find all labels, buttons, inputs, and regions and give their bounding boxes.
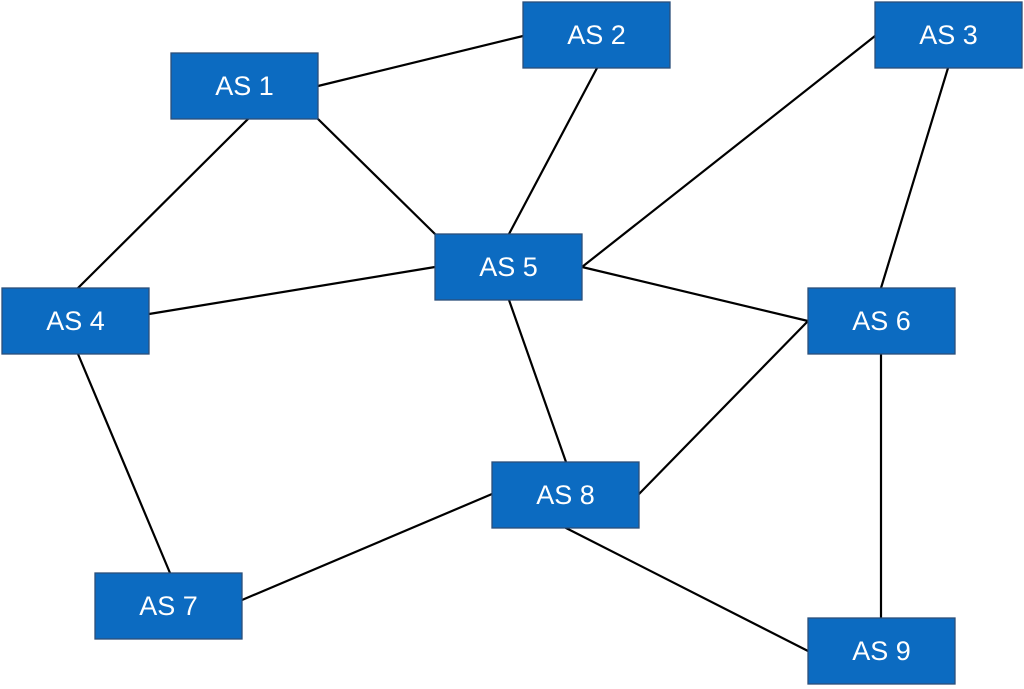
node-as2: AS 2 — [522, 1, 671, 69]
edge-as7-as8 — [240, 492, 494, 602]
node-label-as3: AS 3 — [919, 20, 978, 50]
edge-as4-as5 — [147, 265, 437, 316]
node-box-as7 — [94, 572, 243, 640]
node-label-as6: AS 6 — [852, 306, 911, 336]
edge-as5-as6 — [580, 265, 810, 323]
node-as7: AS 7 — [94, 572, 243, 640]
edge-as2-as5 — [507, 66, 599, 236]
edge-as8-as9 — [564, 526, 810, 653]
node-box-as1 — [170, 52, 319, 120]
node-box-as4 — [1, 287, 150, 355]
node-box-as3 — [874, 1, 1023, 69]
node-as6: AS 6 — [807, 287, 956, 355]
node-box-as2 — [522, 1, 671, 69]
edge-as1-as5 — [316, 117, 437, 236]
node-label-as4: AS 4 — [46, 306, 105, 336]
node-as1: AS 1 — [170, 52, 319, 120]
node-as8: AS 8 — [491, 461, 640, 529]
node-as9: AS 9 — [807, 617, 956, 685]
node-as5: AS 5 — [434, 233, 583, 301]
node-label-as8: AS 8 — [536, 480, 595, 510]
node-box-as9 — [807, 617, 956, 685]
edge-as1-as4 — [76, 117, 250, 290]
node-box-as6 — [807, 287, 956, 355]
node-label-as5: AS 5 — [479, 252, 538, 282]
node-label-as1: AS 1 — [215, 71, 274, 101]
edge-as3-as6 — [879, 66, 950, 290]
edge-as6-as8 — [637, 319, 810, 496]
node-as3: AS 3 — [874, 1, 1023, 69]
node-label-as7: AS 7 — [139, 591, 198, 621]
edge-layer — [76, 34, 950, 653]
edge-as5-as8 — [507, 298, 568, 464]
node-box-as8 — [491, 461, 640, 529]
node-label-as9: AS 9 — [852, 636, 911, 666]
node-as4: AS 4 — [1, 287, 150, 355]
edge-as1-as2 — [316, 34, 525, 88]
edge-as4-as7 — [76, 352, 172, 575]
edge-as3-as5 — [580, 34, 877, 269]
node-box-as5 — [434, 233, 583, 301]
node-label-as2: AS 2 — [567, 20, 626, 50]
